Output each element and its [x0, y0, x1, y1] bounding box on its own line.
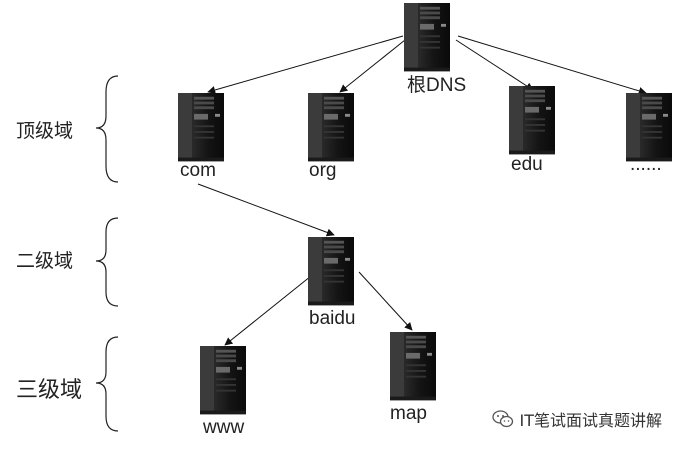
- server-tower-icon: [308, 93, 354, 162]
- server-tower-icon: [626, 93, 672, 162]
- server-tower-icon: [178, 93, 224, 162]
- tier-third-level: 三级域: [16, 378, 83, 403]
- server-tower-icon: [200, 346, 246, 415]
- watermark: IT笔试面试真题讲解: [491, 407, 663, 431]
- server-baidu: [308, 237, 354, 306]
- wechat-icon: [491, 410, 513, 428]
- server-org: [308, 93, 354, 162]
- label-edu: edu: [511, 154, 543, 175]
- server-more: [626, 93, 672, 162]
- edge-baidu-www: [224, 271, 317, 346]
- edge-root-more: [457, 35, 647, 95]
- server-tower-icon: [308, 237, 354, 306]
- label-org: org: [309, 160, 337, 181]
- server-root: [404, 3, 450, 72]
- brace-second-level: [95, 217, 119, 307]
- label-map: map: [390, 403, 427, 424]
- label-root-dns: 根DNS: [407, 75, 467, 96]
- brace-third-level: [95, 336, 119, 432]
- server-map: [390, 332, 436, 401]
- edge-com-baidu: [197, 183, 335, 237]
- label-www: www: [203, 417, 245, 438]
- edges: [197, 35, 647, 346]
- server-tower-icon: [390, 332, 436, 401]
- edge-root-com: [207, 35, 404, 94]
- tier-top-level: 顶级域: [16, 120, 74, 142]
- server-www: [200, 346, 246, 415]
- server-com: [178, 93, 224, 162]
- watermark-text: IT笔试面试真题讲解: [519, 411, 663, 430]
- server-tower-icon: [404, 3, 450, 72]
- edge-root-edu: [455, 39, 534, 91]
- brace-top-level: [95, 75, 119, 183]
- server-tower-icon: [509, 86, 555, 155]
- server-edu: [509, 86, 555, 155]
- label-more: ......: [630, 154, 662, 175]
- label-baidu: baidu: [309, 308, 356, 329]
- edge-root-org: [339, 39, 406, 93]
- edge-baidu-map: [358, 271, 413, 331]
- tier-second-level: 二级域: [16, 250, 74, 272]
- tier-braces: [95, 75, 119, 432]
- label-com: com: [180, 160, 216, 181]
